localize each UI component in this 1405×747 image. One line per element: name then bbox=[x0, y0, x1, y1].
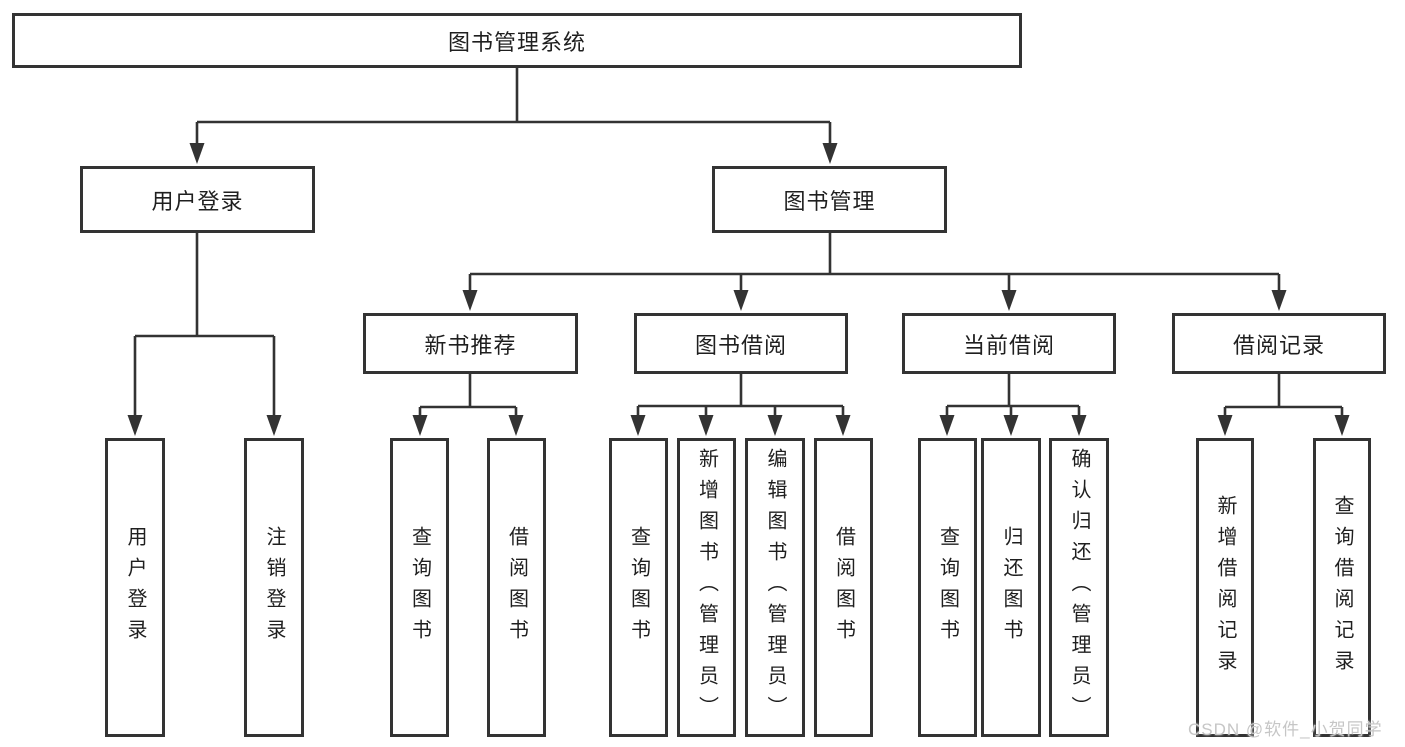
leaf-return-books: 归还图书 bbox=[981, 438, 1041, 737]
leaf-borrow-books: 借阅图书 bbox=[814, 438, 873, 737]
arrowhead bbox=[1071, 415, 1087, 436]
leaf-query-borrow-record: 查询借阅记录 bbox=[1313, 438, 1371, 737]
connector-current-borrow bbox=[945, 374, 1081, 417]
leaf-borrow-books-recommend: 借阅图书 bbox=[487, 438, 546, 737]
arrowhead bbox=[462, 290, 478, 311]
arrowhead bbox=[266, 415, 282, 436]
leaf-query-books-current: 查询图书 bbox=[918, 438, 977, 737]
node-book-management: 图书管理 bbox=[712, 166, 947, 233]
node-new-book-recommend: 新书推荐 bbox=[363, 313, 578, 374]
arrowhead bbox=[508, 415, 524, 436]
connector-book-management bbox=[468, 233, 1281, 293]
arrowhead bbox=[733, 290, 749, 311]
arrowhead bbox=[698, 415, 714, 436]
arrowhead bbox=[939, 415, 955, 436]
arrowhead bbox=[1217, 415, 1233, 436]
arrowhead bbox=[1271, 290, 1287, 311]
node-book-borrow: 图书借阅 bbox=[634, 313, 848, 374]
connector-book-borrow bbox=[636, 374, 845, 417]
node-user-login: 用户登录 bbox=[80, 166, 315, 233]
leaf-query-books-recommend: 查询图书 bbox=[390, 438, 449, 737]
arrowhead bbox=[1334, 415, 1350, 436]
node-current-borrow: 当前借阅 bbox=[902, 313, 1116, 374]
leaf-user-login: 用户登录 bbox=[105, 438, 165, 737]
connector-user-login bbox=[133, 233, 276, 417]
arrowhead bbox=[767, 415, 783, 436]
arrowhead bbox=[1001, 290, 1017, 311]
leaf-query-books-borrow: 查询图书 bbox=[609, 438, 668, 737]
connector-borrow-records bbox=[1223, 374, 1344, 417]
csdn-watermark: CSDN @软件_小贺同学 bbox=[1188, 720, 1383, 739]
leaf-add-borrow-record: 新增借阅记录 bbox=[1196, 438, 1254, 737]
arrowhead bbox=[412, 415, 428, 436]
arrowheads bbox=[127, 143, 1350, 436]
arrowhead bbox=[189, 143, 205, 164]
leaf-edit-book-admin: 编辑图书（管理员） bbox=[745, 438, 805, 737]
connector-new-book-recommend bbox=[418, 374, 518, 417]
arrowhead bbox=[1003, 415, 1019, 436]
connector-root bbox=[195, 68, 832, 146]
leaf-confirm-return-admin: 确认归还（管理员） bbox=[1049, 438, 1109, 737]
leaf-add-book-admin: 新增图书（管理员） bbox=[677, 438, 736, 737]
arrowhead bbox=[127, 415, 143, 436]
arrowhead bbox=[822, 143, 838, 164]
node-root: 图书管理系统 bbox=[12, 13, 1022, 68]
leaf-logout: 注销登录 bbox=[244, 438, 304, 737]
node-borrow-records: 借阅记录 bbox=[1172, 313, 1386, 374]
arrowhead bbox=[835, 415, 851, 436]
arrowhead bbox=[630, 415, 646, 436]
